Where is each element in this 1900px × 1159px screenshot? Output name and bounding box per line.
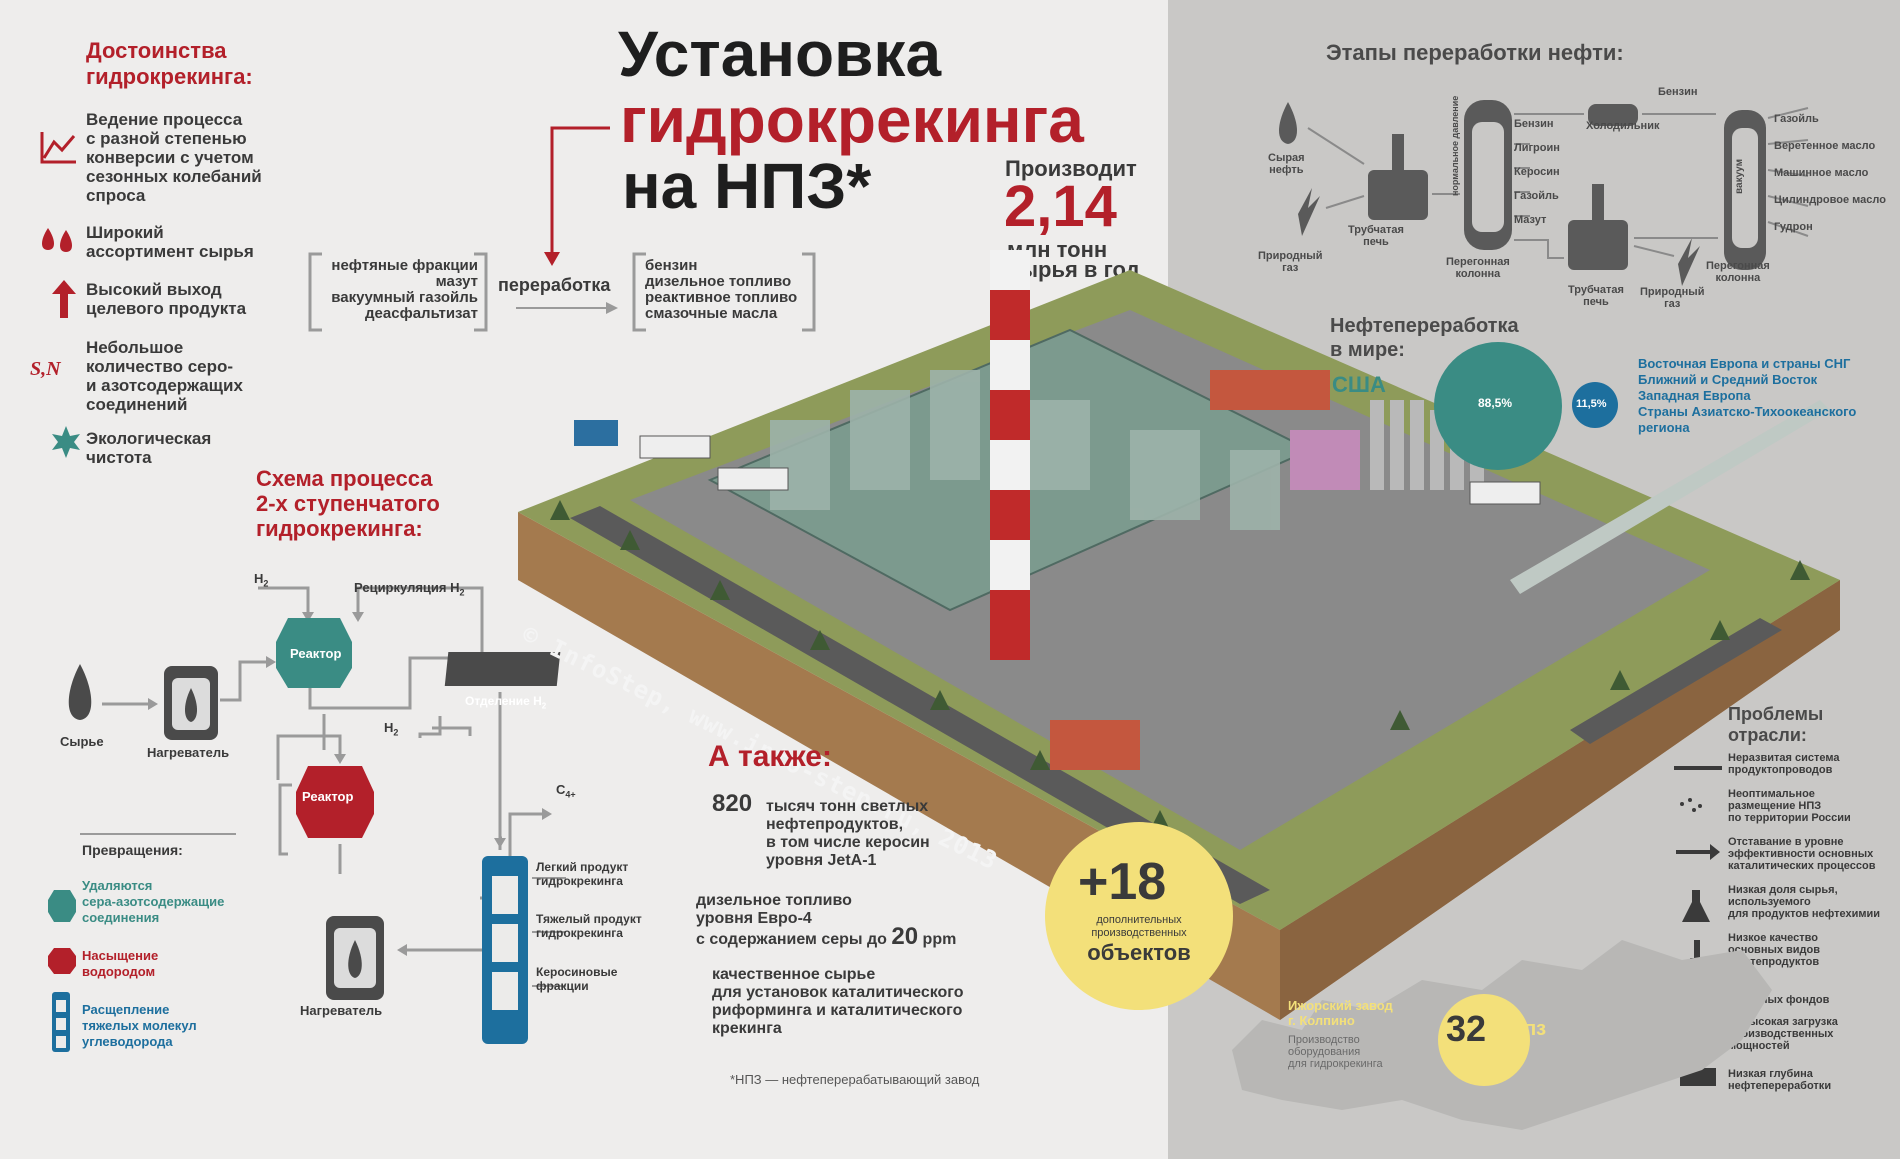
scheme-reactor2: Реактор <box>302 789 354 804</box>
scheme-h2-top: H2 <box>254 571 269 589</box>
stage-vacuum: вакуум <box>1734 159 1745 194</box>
scheme-heater1: Нагреватель <box>147 745 230 760</box>
russia-unit: нпз <box>1512 1018 1547 1040</box>
scheme-h2-mid: H2 <box>384 720 399 738</box>
raw-drop-icon <box>68 664 92 720</box>
scheme-reactor1: Реактор <box>290 646 342 661</box>
also-820: 820 <box>712 790 753 817</box>
russia-count: 32 <box>1446 1008 1487 1049</box>
world-small-circle <box>1572 382 1618 428</box>
also-heading: А также: <box>708 740 832 773</box>
scheme-diagram <box>48 586 566 1052</box>
drops-icon <box>42 228 72 252</box>
footnote: *НПЗ — нефтеперерабатывающий завод <box>730 1072 980 1087</box>
stage-normal: нормальное давление <box>1450 95 1460 196</box>
title-line2: гидрокрекинга <box>620 84 1084 156</box>
leaf-icon <box>52 426 80 458</box>
title-line3: на НПЗ* <box>622 150 872 222</box>
scheme-heater2: Нагреватель <box>300 1003 383 1018</box>
stages-heading: Этапы переработки нефти: <box>1326 40 1624 65</box>
scheme-separation: Отделение H2 <box>465 694 547 711</box>
scheme-recirc: Рециркуляция H2 <box>354 580 465 598</box>
scheme-raw: Сырье <box>60 734 104 749</box>
plus18-num: +18 <box>1078 853 1167 911</box>
world-big-circle <box>1434 342 1562 470</box>
io-brackets <box>308 252 816 332</box>
production-unit1: млн тонн <box>1007 237 1108 262</box>
russia-drop <box>1438 994 1530 1086</box>
world-usa: США <box>1332 372 1386 397</box>
production-value: 2,14 <box>1004 174 1117 239</box>
processing-label: переработка <box>498 275 611 295</box>
world-small-value: 11,5% <box>1576 398 1607 410</box>
sn-icon: S,N <box>30 358 61 380</box>
stages-diagram <box>1279 100 1809 286</box>
production-unit2: сырья в год <box>1007 257 1140 282</box>
scheme-c4: C4+ <box>556 782 576 800</box>
title-line1: Установка <box>618 18 942 90</box>
world-big-value: 88,5% <box>1478 396 1513 410</box>
title-arrow <box>544 126 610 266</box>
stage-cooler: Холодильник <box>1586 120 1660 132</box>
chart-icon <box>40 132 76 164</box>
production-label: Производит <box>1005 156 1137 181</box>
conv-title: Превращения: <box>82 842 183 858</box>
arrow-up-icon <box>52 280 76 318</box>
plus18-circle <box>1045 822 1233 1010</box>
stage-benzin2: Бензин <box>1658 86 1698 98</box>
